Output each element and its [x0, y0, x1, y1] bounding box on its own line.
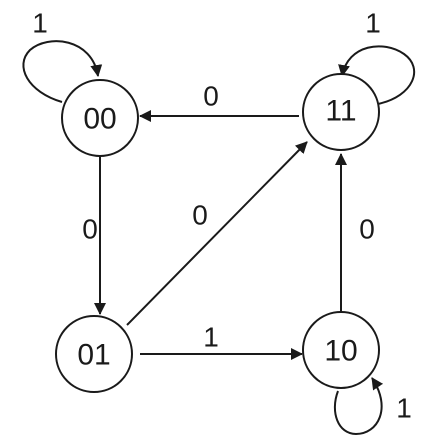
state-circle-11 — [302, 73, 380, 151]
state-label-11: 11 — [325, 95, 356, 128]
state-10: 10 — [302, 311, 380, 389]
state-circle-00 — [61, 79, 139, 157]
states: 00 11 01 10 — [55, 73, 380, 393]
edge-label-10-self: 1 — [396, 393, 412, 424]
edge-label-01-to-10: 1 — [203, 322, 219, 353]
edge-label-01-to-11: 0 — [192, 200, 208, 231]
state-label-00: 00 — [83, 103, 116, 136]
state-01: 01 — [55, 315, 133, 393]
edge-label-11-to-00: 0 — [203, 81, 219, 112]
edge-label-10-to-11: 0 — [359, 214, 375, 245]
edge-label-00-to-01: 0 — [82, 214, 98, 245]
state-circle-10 — [302, 311, 380, 389]
state-label-01: 01 — [77, 339, 110, 372]
edge-10-to-10 — [333, 377, 384, 436]
edge-label-00-self: 1 — [32, 8, 48, 39]
edge-01-to-11 — [126, 141, 308, 326]
transition-labels: 1 1 0 0 0 0 1 1 — [32, 8, 412, 424]
edge-11-to-11 — [338, 45, 416, 105]
state-circle-01 — [55, 315, 133, 393]
transitions — [22, 40, 416, 436]
state-00: 00 — [61, 79, 139, 157]
edge-label-11-self: 1 — [365, 8, 381, 39]
state-11: 11 — [302, 73, 380, 151]
state-label-10: 10 — [324, 335, 357, 368]
edge-00-to-00 — [22, 40, 103, 103]
